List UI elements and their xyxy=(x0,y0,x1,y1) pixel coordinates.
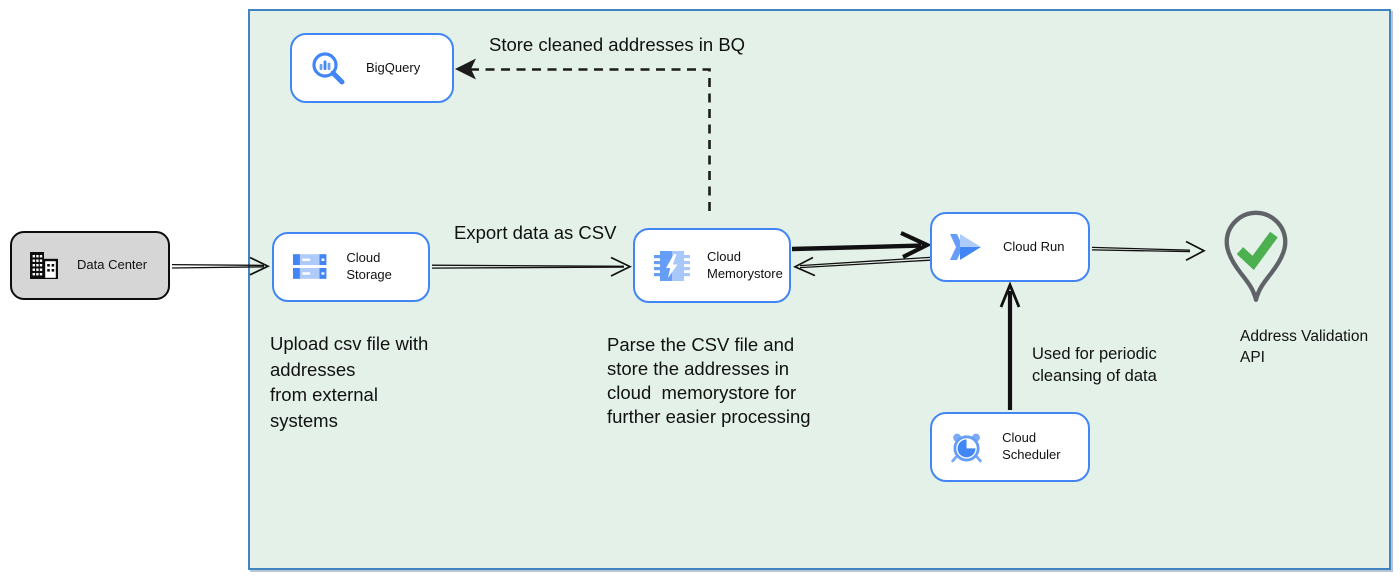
node-cloud-run: Cloud Run xyxy=(930,212,1090,282)
cloud-run-chevron-icon xyxy=(950,234,981,260)
bigquery-magnifier-icon xyxy=(312,51,345,84)
node-label-data-center: Data Center xyxy=(77,257,148,273)
node-label-cloud-scheduler: Cloud Scheduler xyxy=(1002,430,1061,462)
node-cloud-storage: Cloud Storage xyxy=(272,232,430,302)
address-validation-label: Address Validation API xyxy=(1240,328,1369,366)
annotation-upload-csv: Upload csv file with addresses from exte… xyxy=(270,333,429,431)
node-bigquery: BigQuery xyxy=(290,33,454,103)
node-label-bigquery: BigQuery xyxy=(366,59,421,75)
node-label-cloud-run: Cloud Run xyxy=(1003,238,1065,254)
node-cloud-scheduler: Cloud Scheduler xyxy=(930,412,1090,482)
node-data-center: Data Center xyxy=(10,231,170,300)
node-label-cloud-storage: Cloud Storage xyxy=(346,250,392,282)
node-label-cloud-memorystore: Cloud Memorystore xyxy=(707,248,783,281)
storage-bars-icon xyxy=(292,254,327,279)
address-validation-pin xyxy=(1222,208,1290,314)
node-cloud-memorystore: Cloud Memorystore xyxy=(633,228,791,303)
annotation-parse-csv: Parse the CSV file and store the address… xyxy=(607,334,811,428)
building-icon xyxy=(30,252,58,279)
annotation-store-bq: Store cleaned addresses in BQ xyxy=(489,34,746,55)
memorystore-chip-icon xyxy=(654,250,690,281)
annotation-periodic: Used for periodic cleansing of data xyxy=(1032,345,1157,385)
scheduler-alarm-clock-icon xyxy=(951,433,982,462)
annotation-export-csv: Export data as CSV xyxy=(454,222,617,243)
map-pin-check-icon xyxy=(1224,210,1288,302)
